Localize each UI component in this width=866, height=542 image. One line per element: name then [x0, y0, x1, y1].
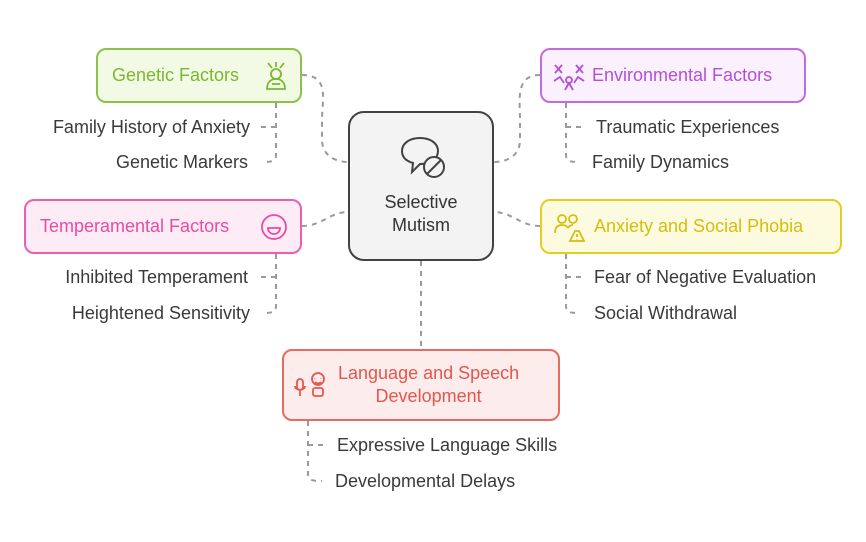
leaf-family-dynamics: Family Dynamics — [592, 152, 730, 172]
leaf-genetic-markers: Genetic Markers — [115, 152, 248, 172]
genetic-factors-title: Genetic Factors — [112, 65, 240, 85]
leaf-developmental-delays: Developmental Delays — [335, 471, 516, 491]
leaf-heightened-sensitivity: Heightened Sensitivity — [71, 303, 250, 323]
temperamental-factors-node[interactable]: Temperamental Factors — [24, 199, 302, 254]
center-title-line1: Selective — [384, 192, 458, 212]
speech-therapy-icon — [294, 372, 325, 397]
environmental-factors-title: Environmental Factors — [592, 65, 773, 85]
environment-stress-icon — [553, 64, 585, 91]
center-title-line2: Mutism — [392, 215, 450, 235]
leaf-inhibited-temperament: Inhibited Temperament — [65, 267, 248, 287]
language-speech-development-node[interactable]: Language and Speech Development — [282, 349, 560, 421]
leaf-social-withdrawal: Social Withdrawal — [594, 303, 738, 323]
language-speech-title-line2: Development — [375, 386, 482, 406]
people-warning-icon — [554, 214, 586, 242]
dna-person-icon — [266, 62, 286, 90]
leaf-family-history: Family History of Anxiety — [52, 117, 250, 137]
face-icon — [261, 214, 287, 240]
leaf-fear-negative-evaluation: Fear of Negative Evaluation — [594, 267, 817, 287]
genetic-factors-node[interactable]: Genetic Factors — [96, 48, 302, 103]
environmental-factors-node[interactable]: Environmental Factors — [540, 48, 806, 103]
anxiety-social-phobia-node[interactable]: Anxiety and Social Phobia — [540, 199, 842, 254]
speech-bubble-blocked-icon — [400, 136, 445, 178]
language-speech-title-line1: Language and Speech — [338, 363, 520, 383]
center-node-selective-mutism: Selective Mutism — [348, 111, 494, 261]
temperamental-factors-title: Temperamental Factors — [40, 216, 230, 236]
anxiety-social-phobia-title: Anxiety and Social Phobia — [594, 216, 804, 236]
leaf-expressive-language-skills: Expressive Language Skills — [337, 435, 558, 455]
leaf-traumatic-experiences: Traumatic Experiences — [596, 117, 780, 137]
